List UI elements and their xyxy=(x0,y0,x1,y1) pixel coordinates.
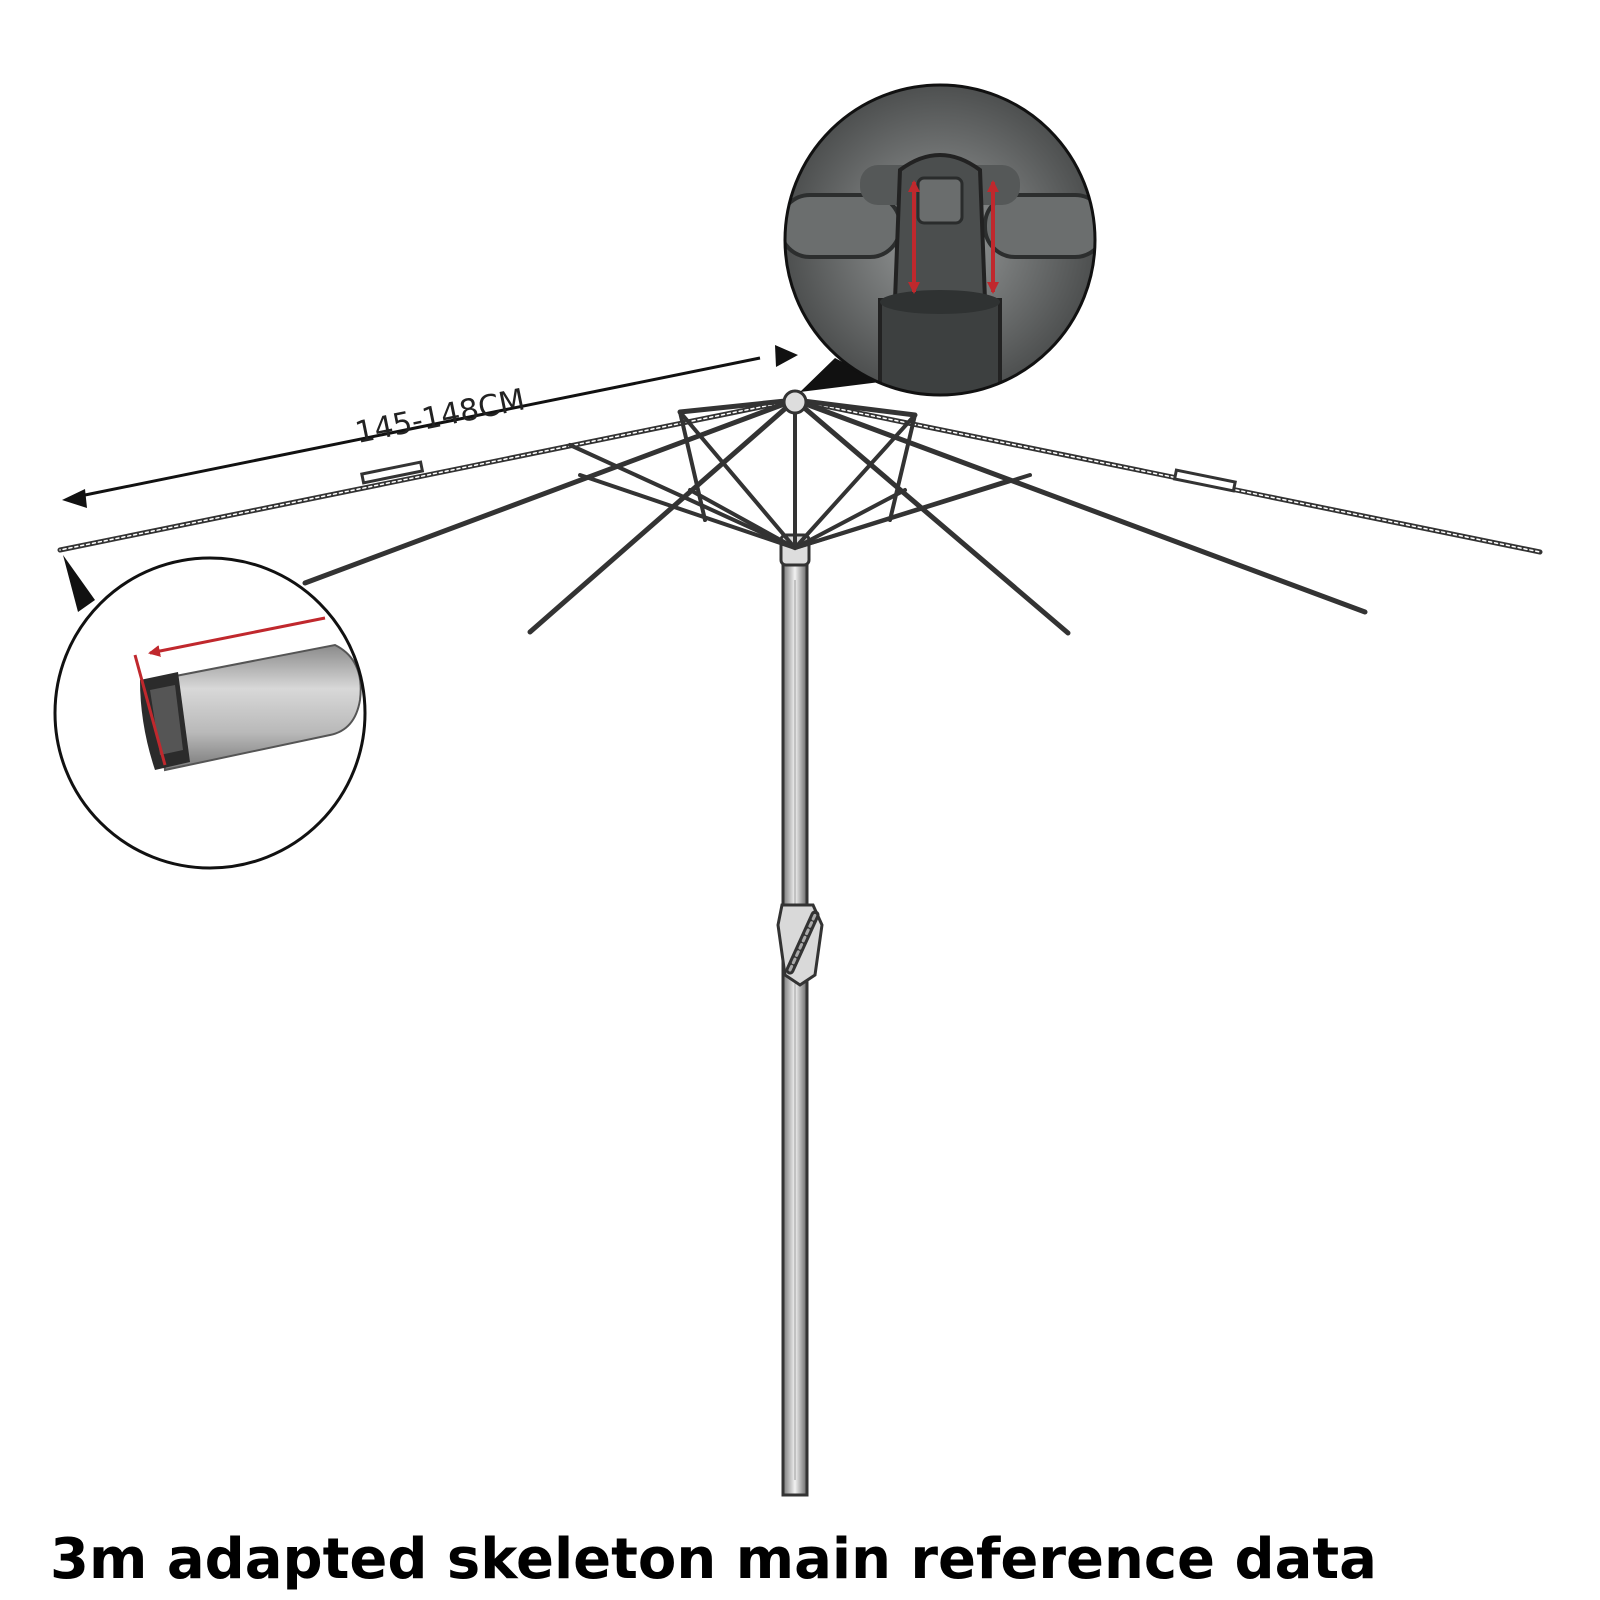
dimension-label: 145-148CM xyxy=(352,382,528,451)
top-hub xyxy=(782,389,808,415)
main-ribs xyxy=(57,397,1543,636)
center-pole xyxy=(781,558,809,1497)
crank-handle xyxy=(776,903,824,987)
rib-tip-magnifier-icon xyxy=(53,555,367,870)
hub-magnifier-icon xyxy=(783,83,1097,397)
dimension-arrow: 145-148CM xyxy=(62,345,798,508)
caption: 3m adapted skeleton main reference data xyxy=(50,1527,1377,1592)
support-struts xyxy=(568,403,1032,550)
